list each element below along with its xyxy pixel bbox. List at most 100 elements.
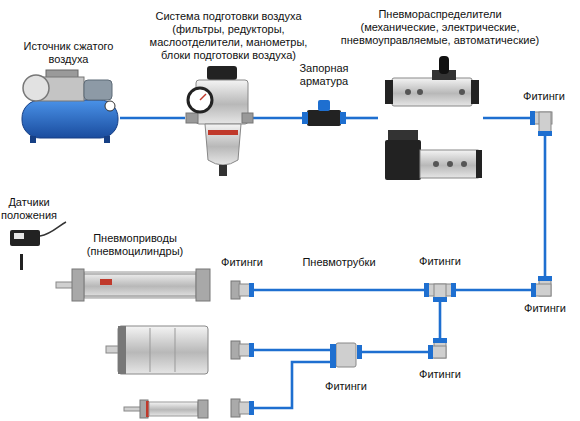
- push-in-collar: [530, 111, 535, 125]
- component-label: Фитинги: [410, 368, 470, 381]
- bowl-band: [208, 130, 238, 135]
- push-in-collar: [428, 345, 433, 359]
- valve-port: [433, 161, 439, 167]
- push-in-collar: [302, 112, 308, 124]
- end-cap: [140, 400, 148, 418]
- straight-fitting-illustration: [231, 399, 254, 417]
- y-fitting-illustration: [330, 343, 362, 368]
- valve-port: [417, 89, 423, 95]
- component-label: Фитинги: [316, 380, 376, 393]
- connector-group: [120, 118, 545, 352]
- push-in-collar: [433, 297, 447, 302]
- tie-rod: [84, 274, 196, 275]
- valve-port: [447, 161, 453, 167]
- push-in-collar: [357, 345, 362, 359]
- pneumatic-tube: [483, 117, 530, 120]
- cylinder-body: [118, 326, 208, 374]
- solenoid-coil: [385, 140, 421, 180]
- valve-body: [420, 150, 478, 178]
- pneumatic-tube: [362, 351, 428, 354]
- pneumatic-tube: [346, 117, 378, 120]
- straight-fitting-illustration: [231, 341, 254, 359]
- regulator-knob: [207, 66, 237, 80]
- fitting-body: [239, 284, 250, 296]
- fitting-body: [336, 343, 356, 367]
- body-groove: [175, 328, 176, 372]
- component-node: Фитинги: [230, 279, 254, 301]
- push-in-collar: [531, 283, 536, 297]
- push-in-collar: [451, 283, 456, 297]
- valve-body: [307, 110, 341, 126]
- push-in-collar: [249, 283, 254, 297]
- directional-valves-illustration: [385, 56, 482, 180]
- component-node: Фитинги: [531, 276, 559, 300]
- push-in-collar: [330, 344, 336, 356]
- inlet-port: [186, 113, 198, 123]
- end-cap: [198, 400, 208, 418]
- label-stack: Фитинги: [410, 368, 470, 381]
- pneumatic-tube: [120, 117, 185, 120]
- tie-rod: [84, 296, 196, 297]
- shutoff-valve-illustration: [302, 100, 346, 126]
- compressor-illustration: [22, 70, 118, 143]
- electric-motor: [84, 80, 112, 100]
- label-stack: Фитинги: [515, 302, 575, 315]
- component-node: Пневмораспределители (механические, элек…: [378, 55, 483, 203]
- gauge-needle: [200, 94, 206, 100]
- valve-port: [459, 89, 465, 95]
- fitting-arm: [434, 284, 446, 298]
- label-stack: Фитинги: [316, 380, 376, 393]
- air-tank: [22, 100, 118, 138]
- component-label: Источник сжатого воздуха: [21, 40, 116, 66]
- component-node: Датчики положения: [8, 228, 42, 248]
- fitting-arm: [432, 346, 446, 358]
- hand-lever: [439, 56, 449, 74]
- component-label: Запорная арматура: [294, 62, 354, 88]
- air-preparation-illustration: [186, 66, 253, 176]
- push-in-collar: [424, 283, 429, 297]
- pneumatic-tube: [439, 302, 442, 338]
- fitting-arm: [535, 284, 551, 296]
- push-in-collar: [249, 343, 254, 357]
- elbow-fitting-illustration: [531, 276, 552, 297]
- elbow-fitting-illustration: [428, 338, 447, 359]
- component-node: Система подготовки воздуха (фильтры, ред…: [185, 66, 253, 176]
- pressure-gauge: [188, 88, 212, 112]
- front-plate: [118, 326, 126, 374]
- pneumatic-tube: [544, 136, 547, 276]
- elbow-fitting-illustration: [530, 111, 552, 136]
- component-node: Фитинги: [428, 338, 452, 362]
- flywheel: [23, 75, 49, 101]
- drain-valve: [219, 165, 227, 176]
- position-sensor-illustration: [10, 222, 66, 270]
- component-node: Фитинги: [530, 108, 558, 136]
- end-cap: [476, 150, 482, 178]
- fitting-body: [239, 344, 250, 356]
- pneumatic-tube: [254, 362, 330, 408]
- cylinder-sticker: [100, 279, 112, 285]
- component-label: Пневмоприводы (пневмоцилиндры): [80, 232, 190, 258]
- cylinder-barrel: [84, 272, 196, 298]
- pneumatic-tube: [456, 289, 531, 292]
- push-in-collar: [538, 276, 552, 281]
- pneumatic-tube: [253, 117, 302, 120]
- layout-tubes: [254, 350, 330, 408]
- pneumatic-cylinder-illustration: [56, 269, 210, 301]
- sensor-window: [14, 233, 24, 239]
- edge-label: Пневмотрубки: [294, 256, 384, 269]
- end-cap: [196, 269, 210, 301]
- sensor-cable: [40, 222, 66, 236]
- end-cap: [471, 80, 479, 104]
- component-label: Фитинги: [212, 256, 272, 269]
- label-stack: Пневмоприводы (пневмоцилиндры): [80, 232, 190, 258]
- tank-foot: [30, 136, 36, 143]
- fitting-arm: [539, 112, 551, 132]
- piston-rod: [124, 407, 142, 411]
- valve-port: [461, 161, 467, 167]
- component-label: Фитинги: [515, 302, 575, 315]
- valve-body: [392, 78, 472, 106]
- label-stack: Датчики положения: [0, 196, 61, 222]
- outlet-port: [242, 113, 253, 123]
- fitting-body: [239, 402, 250, 414]
